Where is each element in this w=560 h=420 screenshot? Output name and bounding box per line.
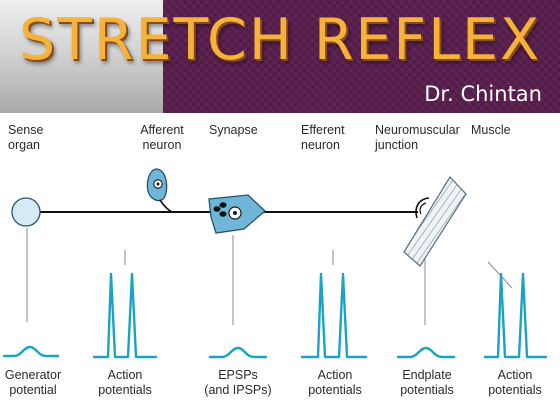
muscle-icon xyxy=(403,176,467,267)
endplate-potential-trace xyxy=(396,346,456,359)
reflex-arc-diagram xyxy=(2,168,548,359)
label-afferent-neuron: Afferent neuron xyxy=(140,123,184,152)
label-muscle: Muscle xyxy=(471,123,511,137)
sense-organ-circle xyxy=(11,197,41,227)
banner-purple-panel xyxy=(163,0,560,113)
slide-title: STRETCH REFLEX xyxy=(18,7,542,73)
label-endplate-potentials: Endplate potentials xyxy=(400,368,454,397)
label-synapse: Synapse xyxy=(209,123,258,137)
action-potentials-trace-1 xyxy=(92,272,158,359)
label-action-potentials-1: Action potentials xyxy=(98,368,152,397)
pointer-lines xyxy=(26,228,513,325)
label-action-potentials-2: Action potentials xyxy=(308,368,362,397)
action-potentials-trace-2 xyxy=(300,272,368,359)
afferent-neuron-icon xyxy=(146,168,173,213)
label-epsps: EPSPs (and IPSPs) xyxy=(204,368,272,397)
label-efferent-neuron: Efferent neuron xyxy=(301,123,345,152)
potential-traces xyxy=(2,272,548,359)
label-sense-organ: Sense organ xyxy=(8,123,44,152)
label-action-potentials-3: Action potentials xyxy=(488,368,542,397)
label-neuromuscular-junction: Neuromuscular junction xyxy=(375,123,460,152)
synapse-neuron-icon xyxy=(208,194,266,234)
epsps-trace xyxy=(208,346,268,359)
label-generator-potential: Generator potential xyxy=(4,368,62,397)
author-name: Dr. Chintan xyxy=(424,82,542,106)
generator-potential-trace xyxy=(2,345,60,358)
title-banner: STRETCH REFLEX Dr. Chintan xyxy=(0,0,560,113)
banner-gray-panel xyxy=(0,0,163,113)
action-potentials-trace-3 xyxy=(483,272,548,359)
